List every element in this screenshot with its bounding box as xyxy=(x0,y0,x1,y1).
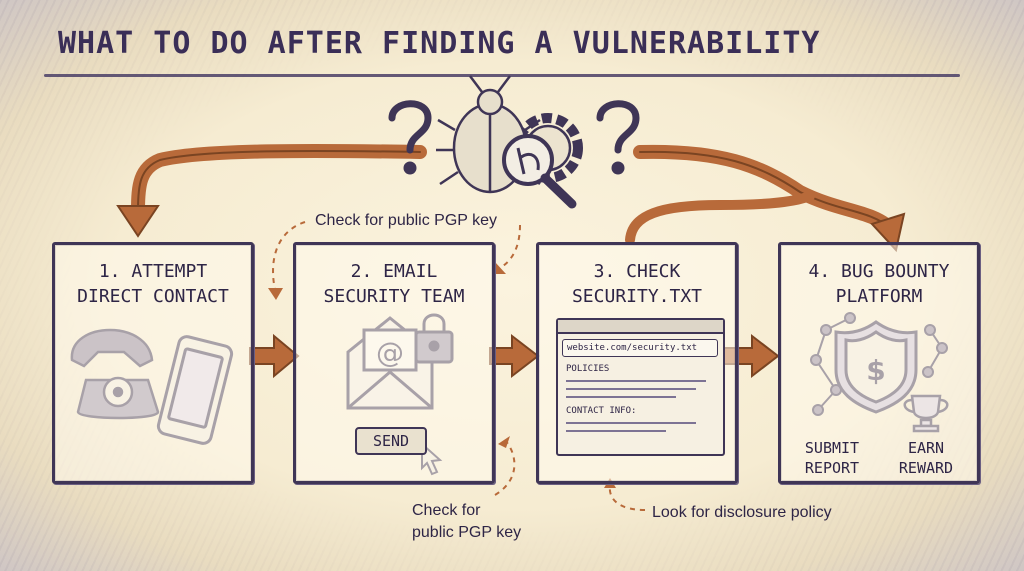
text-line xyxy=(566,422,696,424)
contact-info-heading: CONTACT INFO: xyxy=(566,406,637,416)
note-pgp-bottom-line2: public PGP key xyxy=(412,524,522,541)
url-bar[interactable]: website.com/security.txt xyxy=(562,339,718,357)
title-underline xyxy=(44,74,960,77)
browser-window: website.com/security.txt POLICIES CONTAC… xyxy=(556,318,725,456)
step-1-box: 1. ATTEMPT DIRECT CONTACT xyxy=(52,242,254,484)
note-pgp-top: Check for public PGP key xyxy=(315,212,498,229)
policies-heading: POLICIES xyxy=(566,364,610,374)
flow-arrows-between xyxy=(249,333,780,379)
note-pgp-bottom-line1: Check for xyxy=(412,502,481,519)
text-line xyxy=(566,380,706,382)
note-arrows xyxy=(272,221,646,511)
step-1-title: 1. ATTEMPT DIRECT CONTACT xyxy=(77,261,229,307)
question-mark-icon xyxy=(596,100,640,175)
earn-reward-label: EARN REWARD xyxy=(898,439,954,477)
submit-report-label: SUBMIT REPORT xyxy=(804,439,860,477)
step-2-box: 2. EMAIL SECURITY TEAM xyxy=(293,242,495,484)
text-line xyxy=(566,396,676,398)
flow-arrows-top xyxy=(116,143,906,253)
magnifier-icon xyxy=(502,134,577,209)
arrow-2-to-3 xyxy=(489,333,540,379)
step-2-title: 2. EMAIL SECURITY TEAM xyxy=(323,261,465,307)
arrow-1-to-2 xyxy=(249,333,300,379)
page-title: WHAT TO DO AFTER FINDING A VULNERABILITY xyxy=(58,26,821,61)
question-mark-icon xyxy=(388,100,432,175)
text-line xyxy=(566,388,696,390)
note-arrowheads xyxy=(268,262,616,488)
step-4-title: 4. BUG BOUNTY PLATFORM xyxy=(808,261,950,307)
send-button[interactable]: SEND xyxy=(355,427,427,455)
text-line xyxy=(566,430,666,432)
note-disclosure-policy: Look for disclosure policy xyxy=(652,504,832,521)
browser-titlebar xyxy=(558,320,723,334)
step-3-title: 3. CHECK SECURITY.TXT xyxy=(571,261,703,307)
step-4-box: 4. BUG BOUNTY PLATFORM xyxy=(778,242,980,484)
